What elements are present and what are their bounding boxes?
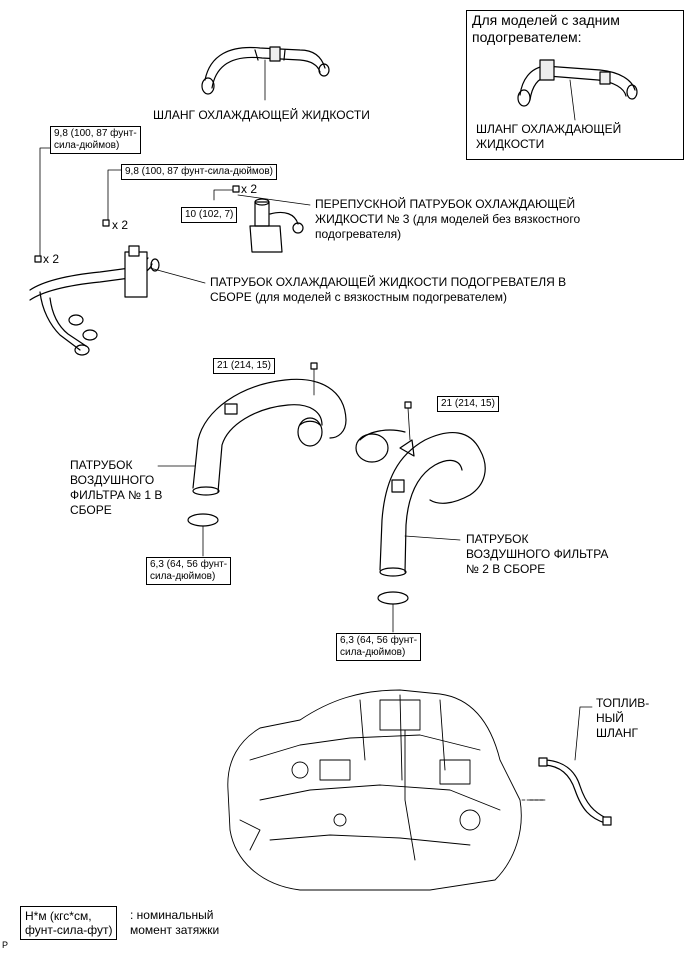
fuel-hose-drawing <box>519 706 612 826</box>
legend-description: : номинальный момент затяжки <box>130 908 220 937</box>
fuel-hose-label: ТОПЛИВ- НЫЙ ШЛАНГ <box>596 696 650 740</box>
torque-box-air-pipe-1: 21 (214, 15) <box>213 358 275 374</box>
clamp-2 <box>377 591 409 605</box>
torque-box-heater-2: 9,8 (100, 87 фунт-сила-дюймов) <box>121 164 278 180</box>
air-pipe-1-label: ПАТРУБОК ВОЗДУШНОГО ФИЛЬТРА № 1 В СБОРЕ <box>70 458 163 517</box>
air-pipe-2-drawing <box>355 407 486 577</box>
torque-box-heater-1: 9,8 (100, 87 фунт- сила-дюймов) <box>50 126 141 154</box>
leaders-top-left <box>39 147 311 284</box>
torque-box-clamp-2: 6,3 (64, 56 фунт- сила-дюймов) <box>336 633 422 661</box>
coolant-hose-drawing <box>201 46 330 101</box>
bypass-pipe-label: ПЕРЕПУСКНОЙ ПАТРУБОК ОХЛАЖДАЮЩЕЙ ЖИДКОСТ… <box>315 197 581 241</box>
qty-x2-bypass: x 2 <box>241 182 258 196</box>
heater-pipe-drawing <box>29 245 160 356</box>
bypass-pipe-drawing <box>249 198 304 253</box>
coolant-hose-label: ШЛАНГ ОХЛАЖДАЮЩЕЙ ЖИДКОСТИ <box>153 108 370 122</box>
torque-box-clamp-1: 6,3 (64, 56 фунт- сила-дюймов) <box>146 557 232 585</box>
torque-box-air-pipe-2: 21 (214, 15) <box>437 396 499 412</box>
inset-hose-drawing <box>517 59 638 121</box>
inset-hose-label: ШЛАНГ ОХЛАЖДАЮЩЕЙ ЖИДКОСТИ <box>476 122 622 151</box>
bolts <box>34 185 412 409</box>
air-pipe-2-label: ПАТРУБОК ВОЗДУШНОГО ФИЛЬТРА № 2 В СБОРЕ <box>466 532 609 576</box>
qty-x2-heater: x 2 <box>43 252 60 266</box>
air-pipe-1-drawing <box>157 368 347 496</box>
engine-drawing <box>227 689 546 891</box>
qty-x2-heater-top: x 2 <box>112 218 129 232</box>
rear-heater-inset <box>466 10 684 160</box>
inset-title: Для моделей с задним подогревателем: <box>472 12 620 45</box>
clamp-1 <box>187 513 219 527</box>
page-mark: P <box>2 940 9 950</box>
heater-pipe-label: ПАТРУБОК ОХЛАЖДАЮЩЕЙ ЖИДКОСТИ ПОДОГРЕВАТ… <box>210 275 567 304</box>
torque-box-bypass: 10 (102, 7) <box>181 207 238 223</box>
legend-torque-units: Н*м (кгс*см, фунт-сила-фут) <box>20 906 118 940</box>
